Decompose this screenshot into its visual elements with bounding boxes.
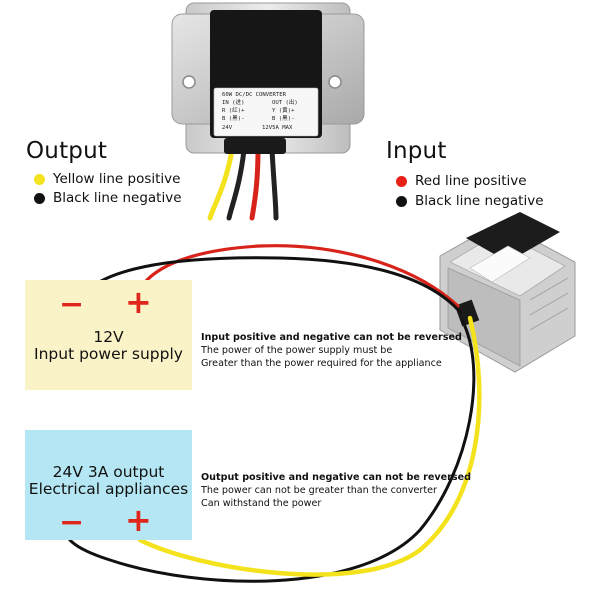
- converter-label-out: OUT (出): [272, 100, 298, 106]
- input-legend-item: Black line negative: [396, 193, 544, 209]
- input-heading: Input: [386, 138, 447, 164]
- black-dot-icon: [34, 192, 45, 204]
- converter-label-in-volt: 24V: [222, 125, 233, 131]
- output-note-line3: Can withstand the power: [201, 498, 322, 509]
- wire-red-input-positive: [132, 244, 460, 308]
- converter-label-in: IN (进): [222, 100, 245, 106]
- input-note-line2: The power of the power supply must be: [201, 345, 393, 356]
- converter-top: [171, 2, 365, 221]
- yellow-dot-icon: [34, 173, 45, 185]
- input-minus-sign: −: [59, 287, 85, 322]
- input-legend-red-label: Red line positive: [415, 173, 527, 189]
- output-legend-item: Yellow line positive: [34, 171, 180, 187]
- output-heading: Output: [26, 138, 108, 164]
- output-rating-label: 24V 3A output: [52, 463, 165, 481]
- input-voltage-label: 12V: [93, 328, 124, 346]
- output-appliance-box: [25, 430, 192, 540]
- output-note: Output positive and negative can not be …: [201, 471, 471, 510]
- output-box-content: 24V 3A output Electrical appliances − +: [25, 430, 192, 540]
- input-plus-sign: +: [125, 283, 152, 321]
- output-note-warning: Output positive and negative can not be …: [201, 472, 471, 483]
- output-appliance-label: Electrical appliances: [28, 480, 189, 498]
- red-dot-icon: [396, 175, 407, 187]
- converter-label-title: 60W DC/DC CONVERTER: [222, 92, 286, 98]
- input-legend-black-label: Black line negative: [415, 193, 544, 209]
- input-legend-item: Red line positive: [396, 173, 527, 189]
- input-box-content: − + 12V Input power supply: [25, 280, 192, 390]
- input-supply-label: Input power supply: [34, 345, 183, 363]
- input-note-warning: Input positive and negative can not be r…: [201, 332, 462, 343]
- output-minus-sign: −: [59, 505, 85, 540]
- wire-black-input-negative: [72, 256, 462, 314]
- converter-label-out-volt: 12V5A MAX: [262, 125, 293, 131]
- converter-label-b1: B (黑)-: [222, 116, 245, 122]
- output-plus-sign: +: [125, 501, 152, 539]
- black-dot-icon: [396, 195, 407, 207]
- input-note-line3: Greater than the power required for the …: [201, 358, 442, 369]
- converter-label-r: R (红)+: [222, 108, 245, 114]
- wire-yellow-output-positive: [137, 315, 482, 577]
- output-legend-item: Black line negative: [34, 190, 182, 206]
- output-legend-yellow-label: Yellow line positive: [53, 171, 181, 187]
- converter-label-y: Y (黄)+: [272, 108, 295, 114]
- input-power-supply-box: [25, 280, 192, 390]
- converter-label-b2: B (黑)-: [272, 116, 295, 122]
- converter-top-wires: [207, 147, 279, 221]
- input-note: Input positive and negative can not be r…: [201, 331, 462, 370]
- output-legend-black-label: Black line negative: [53, 190, 182, 206]
- output-note-line2: The power can not be greater than the co…: [201, 485, 437, 496]
